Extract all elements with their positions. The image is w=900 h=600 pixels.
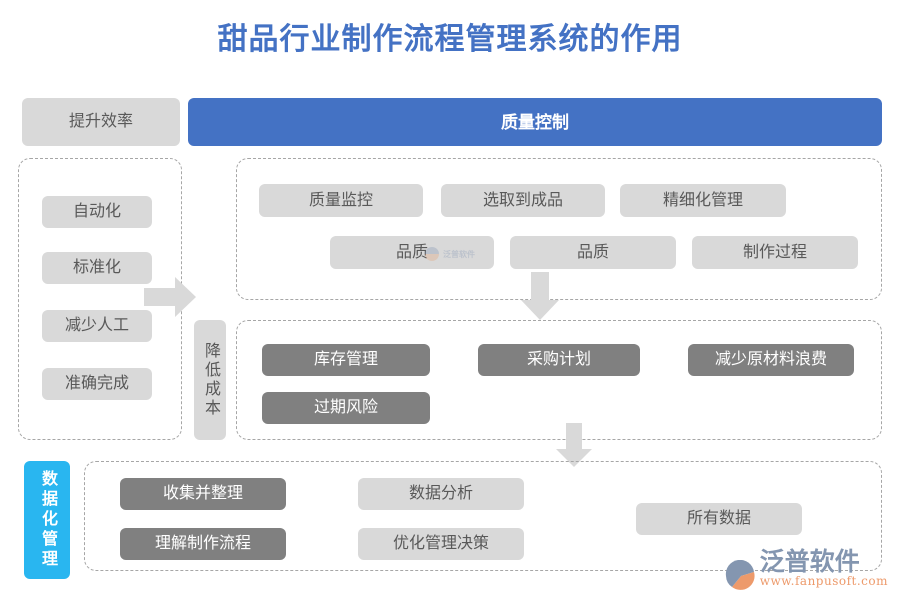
brand-name: 泛普软件 (759, 547, 860, 577)
chip-quality-r2-1[interactable]: 品质 (510, 236, 676, 269)
chip-cost-r2-0[interactable]: 过期风险 (262, 392, 430, 424)
chip-data-c2-1[interactable]: 优化管理决策 (358, 528, 524, 560)
brand-logo: 泛普软件 www.fanpusoft.com (724, 549, 888, 590)
chip-quality-r1-1[interactable]: 选取到成品 (441, 184, 605, 217)
chip-efficiency-0[interactable]: 自动化 (42, 196, 152, 228)
chip-quality-r1-2[interactable]: 精细化管理 (620, 184, 786, 217)
chip-data-c3-0[interactable]: 所有数据 (636, 503, 802, 535)
section-header-quality[interactable]: 质量控制 (188, 98, 882, 146)
section-header-data[interactable]: 数据化管理 (24, 461, 70, 579)
section-header-cost[interactable]: 降低成本 (194, 320, 226, 440)
arrow-down-icon (521, 272, 559, 320)
chip-cost-r1-2[interactable]: 减少原材料浪费 (688, 344, 854, 376)
chip-efficiency-1[interactable]: 标准化 (42, 252, 152, 284)
chip-data-c2-0[interactable]: 数据分析 (358, 478, 524, 510)
chip-data-c1-1[interactable]: 理解制作流程 (120, 528, 286, 560)
chip-quality-r2-0[interactable]: 品质 (330, 236, 494, 269)
brand-url: www.fanpusoft.com (759, 574, 888, 589)
brand-mark-icon (724, 559, 758, 590)
chip-cost-r1-0[interactable]: 库存管理 (262, 344, 430, 376)
section-header-efficiency[interactable]: 提升效率 (22, 98, 180, 146)
panel-data (84, 461, 882, 571)
chip-efficiency-2[interactable]: 减少人工 (42, 310, 152, 342)
chip-quality-r1-0[interactable]: 质量监控 (259, 184, 423, 217)
arrow-down-icon-2 (556, 423, 592, 467)
watermark-text: 泛普软件 (443, 249, 475, 259)
chip-quality-r2-2[interactable]: 制作过程 (692, 236, 858, 269)
chip-data-c1-0[interactable]: 收集并整理 (120, 478, 286, 510)
watermark-mark-icon (425, 247, 439, 261)
chip-cost-r1-1[interactable]: 采购计划 (478, 344, 640, 376)
chip-efficiency-3[interactable]: 准确完成 (42, 368, 152, 400)
page-title: 甜品行业制作流程管理系统的作用 (217, 22, 683, 57)
panel-cost (236, 320, 882, 440)
watermark-logo: 泛普软件 (424, 247, 475, 261)
panel-quality (236, 158, 882, 300)
arrow-right-icon (144, 277, 196, 317)
